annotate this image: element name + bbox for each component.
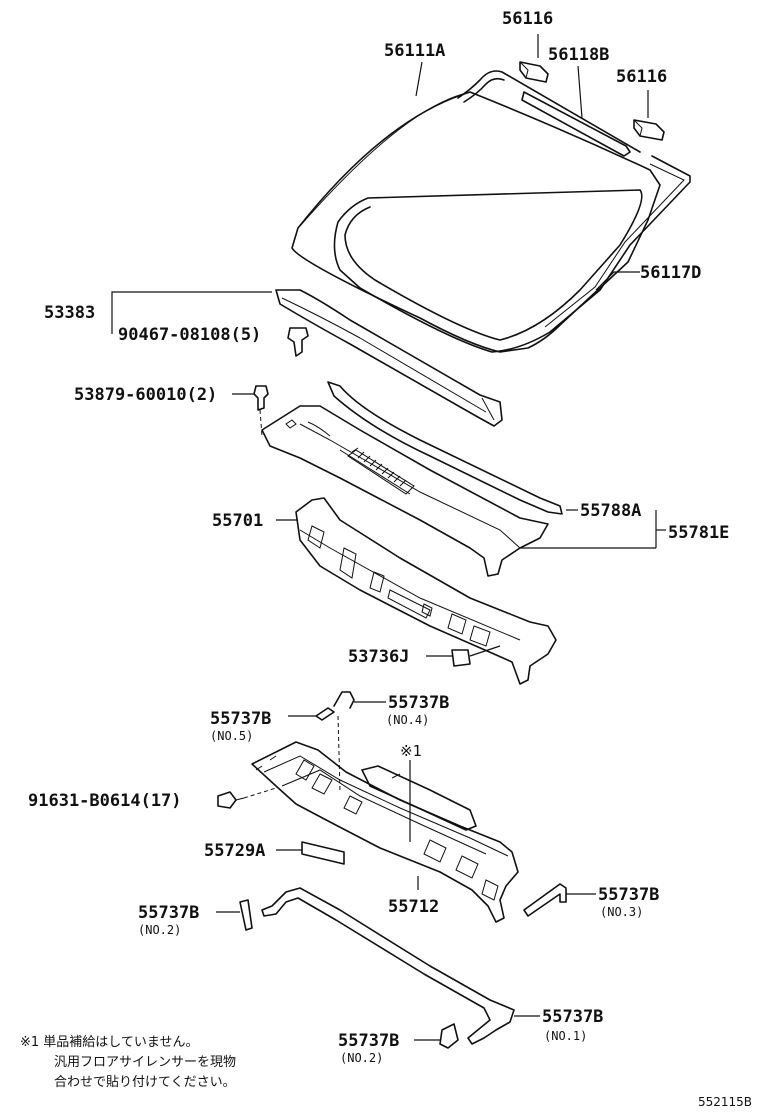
label-55737B-no3: 55737B xyxy=(598,885,659,905)
label-no2b: (NO.2) xyxy=(340,1051,383,1065)
figure-code: 552115B xyxy=(698,1095,752,1109)
label-55737B-no2b: 55737B xyxy=(338,1031,399,1051)
label-53383: 53383 xyxy=(44,303,95,323)
glass-moulding-56117D xyxy=(333,70,691,353)
label-90467: 90467-08108(5) xyxy=(118,325,261,345)
cowl-lower-panel-55712 xyxy=(251,741,519,923)
windshield-glass xyxy=(291,91,661,353)
cowl-panel-55701 xyxy=(295,497,557,685)
label-no2a: (NO.2) xyxy=(138,923,181,937)
bracket-55737B-no2a xyxy=(239,899,253,931)
clip-56116-top xyxy=(519,61,549,83)
label-56117D: 56117D xyxy=(640,263,701,283)
label-56118B: 56118B xyxy=(548,45,609,65)
label-56111A: 56111A xyxy=(384,41,445,61)
label-56116-right: 56116 xyxy=(616,67,667,87)
label-55701: 55701 xyxy=(212,511,263,531)
label-star1: ※1 xyxy=(400,742,422,760)
label-55788A: 55788A xyxy=(580,501,641,521)
label-53736J: 53736J xyxy=(348,647,409,667)
strip-56118B xyxy=(521,91,631,157)
bolt-91631 xyxy=(217,791,245,809)
label-56116-top: 56116 xyxy=(502,9,553,29)
label-no4: (NO.4) xyxy=(386,713,429,727)
cowl-ventilator-louver xyxy=(261,381,563,577)
label-55737B-no2a: 55737B xyxy=(138,903,199,923)
clip-90467 xyxy=(287,327,309,357)
bracket-55737B-no2b xyxy=(439,1023,459,1049)
pad-53736J xyxy=(451,649,471,667)
seal-53383 xyxy=(275,289,503,427)
floor-silencer xyxy=(361,765,477,831)
footnote-line-3: 合わせで貼り付けてください。 xyxy=(54,1075,236,1090)
label-55729A: 55729A xyxy=(204,841,265,861)
brackets-55737B-upper xyxy=(315,691,355,721)
label-55737B-no5: 55737B xyxy=(210,709,271,729)
label-no3: (NO.3) xyxy=(600,905,643,919)
label-55781E: 55781E xyxy=(668,523,729,543)
label-55737B-no4: 55737B xyxy=(388,693,449,713)
label-no1: (NO.1) xyxy=(544,1029,587,1043)
label-55712: 55712 xyxy=(388,897,439,917)
clip-56116-right xyxy=(633,119,665,141)
footnote-line-2: 汎用フロアサイレンサーを現物 xyxy=(54,1055,236,1070)
label-55737B-no1: 55737B xyxy=(542,1007,603,1027)
seal-strip-55737B xyxy=(261,887,515,1045)
footnote-line-1: ※1 単品補給はしていません。 xyxy=(20,1034,199,1050)
clip-53879 xyxy=(253,385,269,411)
bracket-55737B-no3 xyxy=(523,883,567,917)
silencer-55729A xyxy=(301,841,345,865)
label-91631: 91631-B0614(17) xyxy=(28,791,182,811)
label-no5: (NO.5) xyxy=(210,729,253,743)
label-53879: 53879-60010(2) xyxy=(74,385,217,405)
